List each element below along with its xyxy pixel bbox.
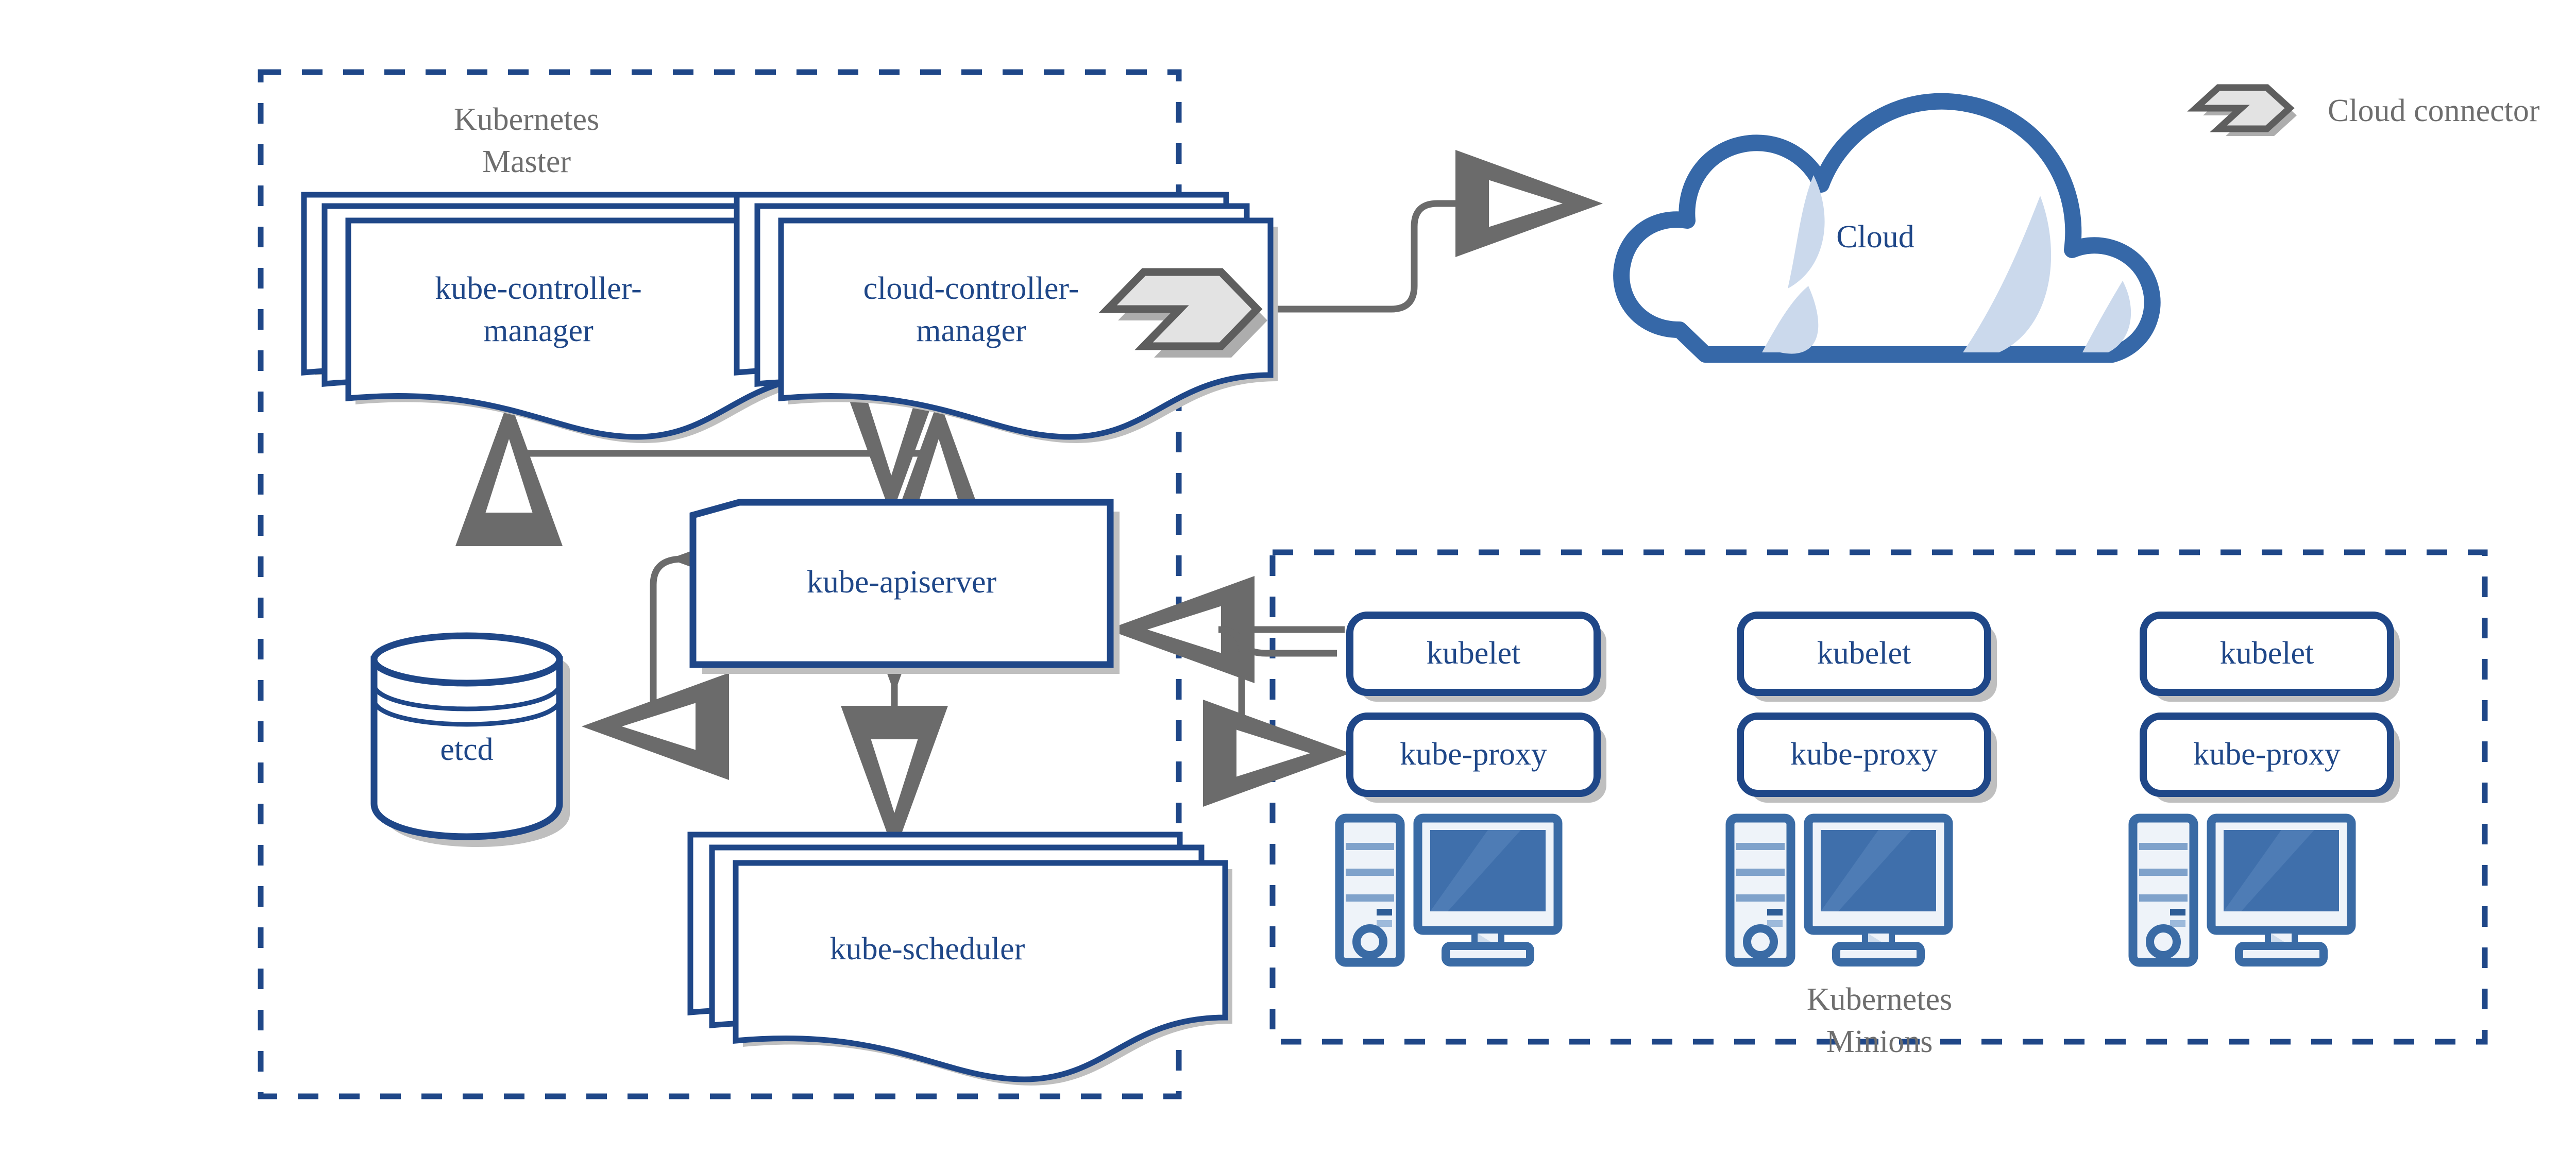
- minion-1-computer-icon: [1340, 818, 1558, 962]
- master-label-line2: Master: [482, 144, 571, 179]
- connector-apiserver-to-etcd: [582, 505, 817, 780]
- cloud-controller-manager-label-line2: manager: [916, 313, 1026, 348]
- connector-ccm-to-cloud: [1175, 150, 1603, 313]
- minion-1-kubelet-label: kubelet: [1427, 636, 1521, 671]
- kube-scheduler-label: kube-scheduler: [830, 931, 1025, 967]
- kube-controller-manager-label-line2: manager: [483, 313, 594, 348]
- minion-3-kube-proxy-box[interactable]: [2140, 713, 2394, 797]
- minion-3-kubelet-box[interactable]: [2140, 612, 2394, 696]
- doc-sheet-front: [736, 863, 1225, 1079]
- etcd-label: etcd: [440, 732, 493, 767]
- master-label-line1: Kubernetes: [454, 102, 599, 137]
- master-group-label: Kubernetes Master: [454, 102, 599, 179]
- connector-branch-to-kubelet: [1218, 626, 1337, 657]
- minion-1-kubelet-box[interactable]: [1346, 612, 1601, 696]
- minion-2-computer-icon: [1730, 818, 1948, 962]
- legend-cloud-connector-label: Cloud connector: [2328, 93, 2540, 128]
- node-kube-apiserver[interactable]: kube-apiserver: [689, 499, 1120, 674]
- node-kube-scheduler[interactable]: kube-scheduler: [690, 835, 1232, 1086]
- minions-group-label: Kubernetes Minions: [1807, 982, 1952, 1059]
- minion-2-kubelet-box[interactable]: [1737, 612, 1991, 696]
- minions-label-line2: Minions: [1826, 1024, 1933, 1059]
- minion-3[interactable]: kubelet kube-proxy: [2133, 612, 2400, 962]
- cloud-connector-chevron-icon: [1098, 268, 1267, 358]
- minion-3-kube-proxy-label: kube-proxy: [2193, 737, 2341, 772]
- minions-group-boundary: [1269, 549, 2488, 1045]
- node-kube-controller-manager[interactable]: kube-controller- manager: [304, 195, 845, 443]
- minion-2-kube-proxy-box[interactable]: [1737, 713, 1991, 797]
- node-cloud[interactable]: Cloud: [1613, 93, 2161, 363]
- minion-1-kube-proxy-box[interactable]: [1346, 713, 1601, 797]
- minion-1[interactable]: kubelet kube-proxy: [1340, 612, 1606, 962]
- master-group-boundary: [258, 69, 1182, 1099]
- connector-apiserver-to-minion-kubelet: [1203, 626, 1350, 807]
- connector-layer: [455, 150, 1603, 853]
- connector-apiserver-to-ccm: [885, 399, 992, 546]
- kube-apiserver-label: kube-apiserver: [807, 565, 997, 600]
- minion-2-kube-proxy-label: kube-proxy: [1790, 737, 1938, 772]
- connector-branch-layer: [1218, 626, 1337, 657]
- minion-3-computer-icon: [2133, 818, 2351, 962]
- node-etcd[interactable]: etcd: [370, 632, 570, 847]
- minion-2[interactable]: kubelet kube-proxy: [1730, 612, 1997, 962]
- minion-1-kube-proxy-label: kube-proxy: [1400, 737, 1547, 772]
- legend-cloud-connector-icon: [2187, 84, 2297, 136]
- minion-3-kubelet-label: kubelet: [2220, 636, 2314, 671]
- minion-2-kubelet-label: kubelet: [1817, 636, 1911, 671]
- kube-controller-manager-label-line1: kube-controller-: [435, 271, 642, 306]
- cloud-controller-manager-label-line1: cloud-controller-: [863, 271, 1079, 306]
- legend: Cloud connector: [2187, 84, 2540, 136]
- cloud-label: Cloud: [1836, 219, 1914, 255]
- minions-label-line1: Kubernetes: [1807, 982, 1952, 1017]
